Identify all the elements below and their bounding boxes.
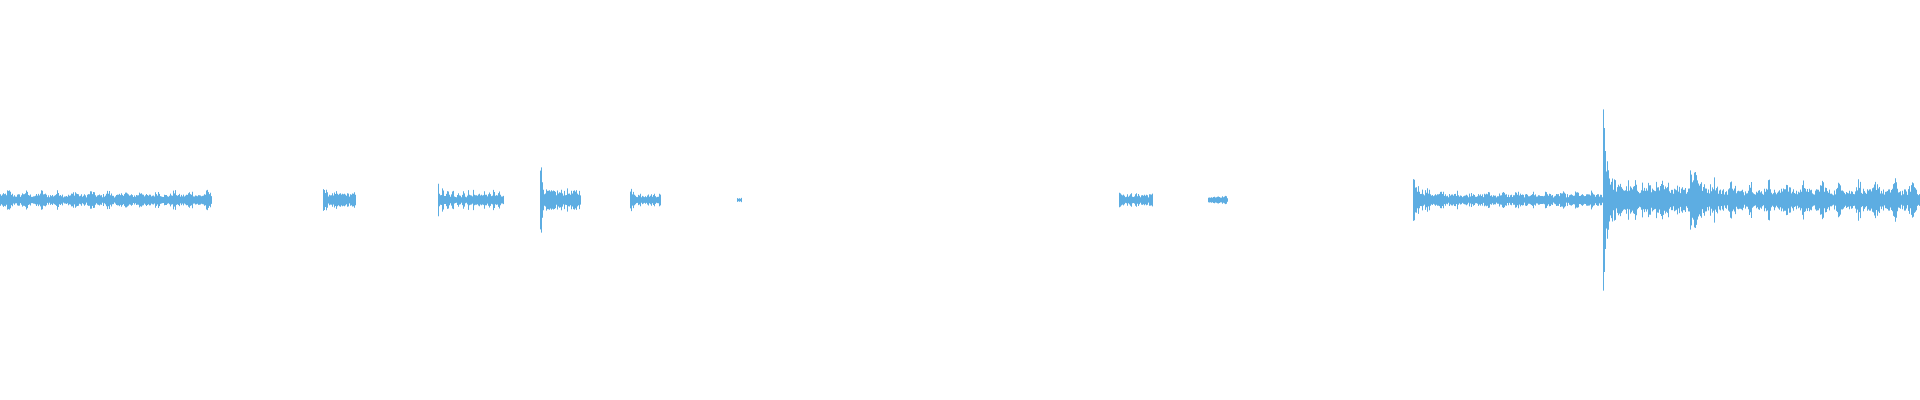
waveform-group [0, 109, 1920, 291]
waveform-path [0, 109, 1920, 291]
